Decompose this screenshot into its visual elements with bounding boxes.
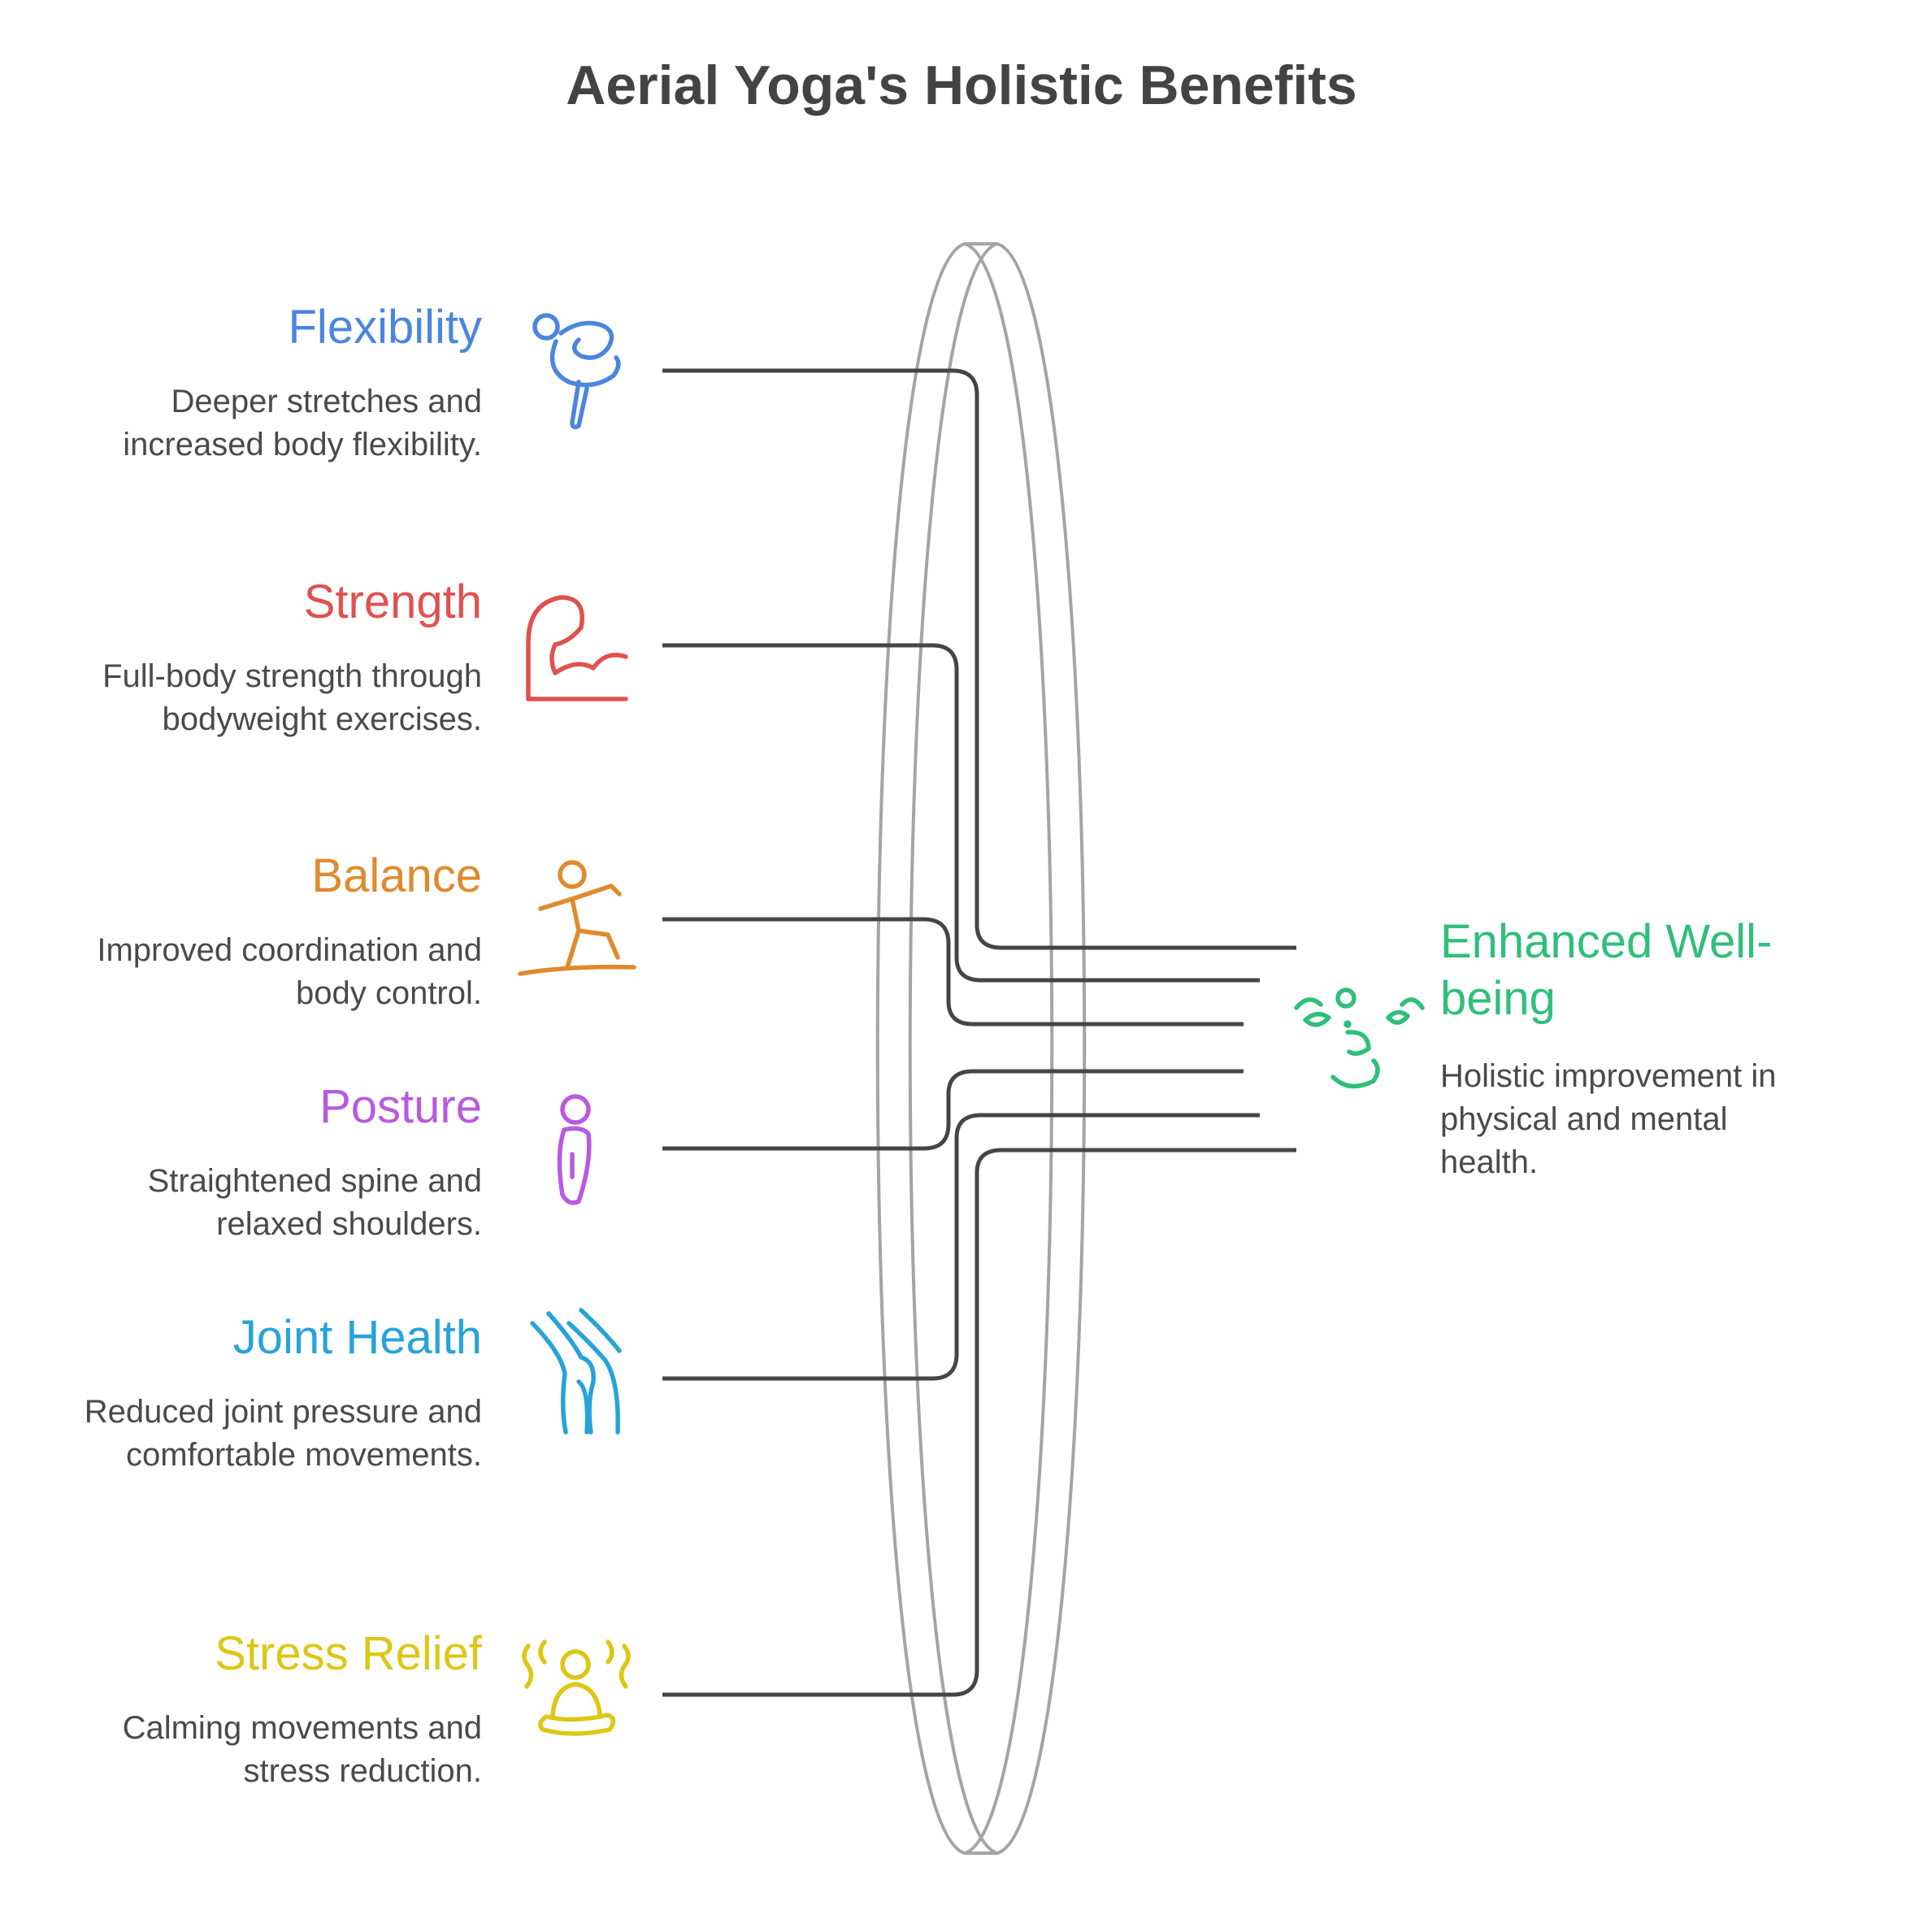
upright-person-icon (557, 1094, 592, 1205)
benefit-balance: Balance Improved coordination and body c… (59, 848, 482, 1015)
page-title: Aerial Yoga's Holistic Benefits (566, 54, 1357, 116)
balancing-figure-icon (518, 860, 636, 976)
benefit-description: Deeper stretches and increased body flex… (123, 384, 482, 462)
connector-joint-health (662, 1113, 1260, 1381)
connector-balance (662, 917, 1244, 1027)
knee-joint-icon (530, 1308, 622, 1435)
serene-face-icon (1294, 988, 1425, 1089)
connector-flexibility (662, 368, 1296, 950)
benefit-title: Posture (319, 1080, 482, 1133)
outcome-title: Enhanced Well-being (1440, 915, 1773, 1025)
benefit-joint-health: Joint Health Reduced joint pressure and … (59, 1309, 482, 1477)
connector-lines (662, 368, 1296, 1697)
benefit-description: Calming movements and stress reduction. (122, 1710, 482, 1789)
benefit-strength: Strength Full-body strength through body… (59, 574, 482, 741)
outcome-enhanced-well-being: Enhanced Well-being Holistic improvement… (1440, 914, 1822, 1184)
benefit-title: Balance (311, 849, 482, 902)
hoop-lens (875, 241, 1087, 1856)
outcome-description: Holistic improvement in physical and men… (1440, 1058, 1777, 1180)
benefit-title: Strength (303, 575, 482, 628)
benefit-description: Straightened spine and relaxed shoulders… (147, 1163, 482, 1242)
benefit-flexibility: Flexibility Deeper stretches and increas… (59, 299, 482, 467)
benefit-title: Joint Health (232, 1311, 482, 1364)
meditating-person-icon (522, 1639, 631, 1736)
connector-stress-relief (662, 1148, 1296, 1697)
flexibility-pose-icon (532, 313, 621, 430)
benefit-posture: Posture Straightened spine and relaxed s… (59, 1079, 482, 1246)
benefit-stress-relief: Stress Relief Calming movements and stre… (59, 1626, 482, 1793)
benefit-description: Improved coordination and body control. (97, 932, 482, 1011)
benefit-title: Stress Relief (215, 1627, 482, 1680)
flexed-arm-icon (526, 595, 628, 701)
benefit-title: Flexibility (288, 301, 483, 354)
benefit-description: Reduced joint pressure and comfortable m… (84, 1394, 482, 1473)
benefit-description: Full-body strength through bodyweight ex… (102, 658, 482, 737)
connector-posture (662, 1069, 1244, 1151)
connector-strength (662, 643, 1260, 983)
